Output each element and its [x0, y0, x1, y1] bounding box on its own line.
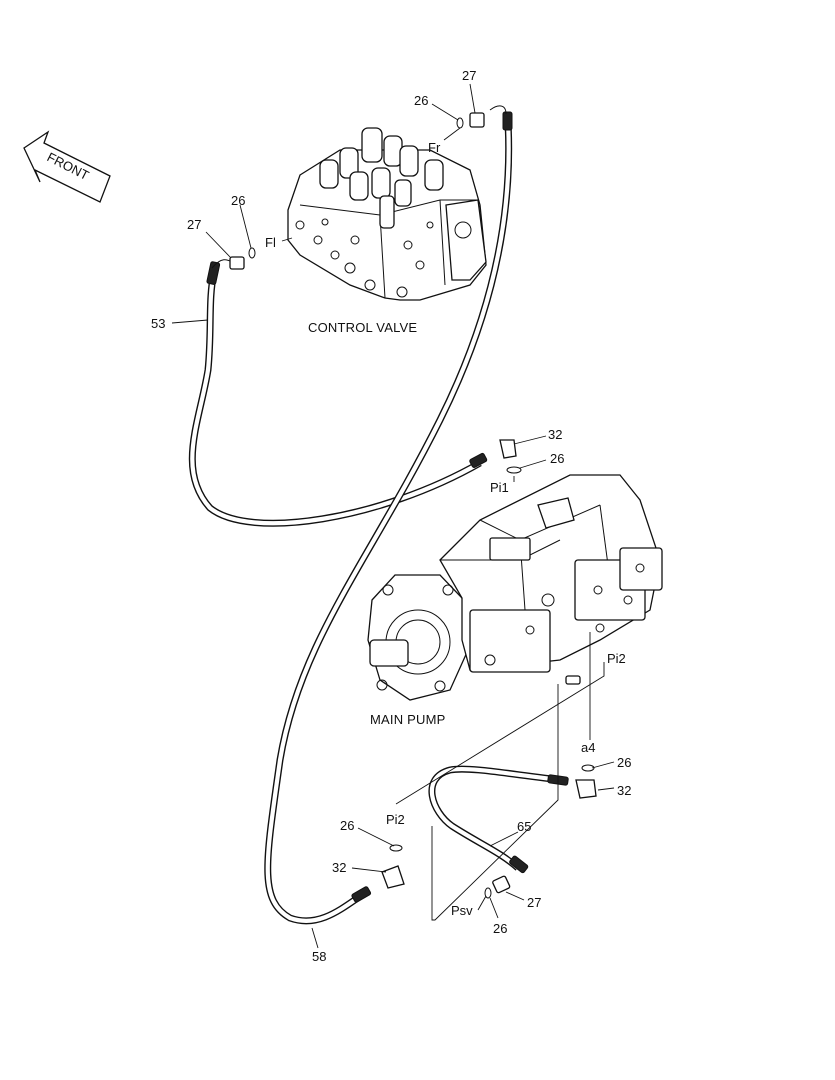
hose-end-crimps [206, 105, 569, 903]
port-labels: Fr Fl Pi1 Pi2 a4 Pi2 Psv [265, 140, 626, 918]
front-direction-arrow: FRONT [23, 130, 111, 203]
leader-lines [171, 83, 615, 949]
callout-26-pi2: 26 [340, 818, 354, 833]
port-psv-label: Psv [451, 903, 473, 918]
main-pump-caption: MAIN PUMP [370, 712, 445, 727]
callout-58: 58 [312, 949, 326, 964]
callout-27-psv: 27 [527, 895, 541, 910]
callout-26-psv: 26 [493, 921, 507, 936]
connector-27-left [229, 256, 245, 270]
callout-32-pi2: 32 [332, 860, 346, 875]
o-ring-26-pi2 [389, 844, 403, 852]
callout-32-a4: 32 [617, 783, 631, 798]
connector-27-top [469, 112, 485, 128]
callout-53: 53 [151, 316, 165, 331]
control-valve-bolts [295, 218, 434, 298]
o-ring-26-psv [484, 887, 492, 899]
o-ring-26-left [248, 247, 256, 259]
callout-26-left: 26 [231, 193, 245, 208]
hose-53 [188, 271, 482, 527]
callout-65: 65 [517, 819, 531, 834]
o-ring-26-pi1 [506, 466, 522, 474]
port-a4-label: a4 [581, 740, 595, 755]
connector-27-psv [492, 875, 511, 894]
port-pi2-pump-label: Pi2 [607, 651, 626, 666]
callout-numbers: 27 26 26 27 53 32 26 26 32 65 26 32 27 2… [151, 68, 631, 964]
control-valve-caption: CONTROL VALVE [308, 320, 417, 335]
o-ring-26-a4 [581, 764, 595, 772]
callout-27-left: 27 [187, 217, 201, 232]
fittings [229, 112, 597, 899]
callout-26-top: 26 [414, 93, 428, 108]
port-pi1-label: Pi1 [490, 480, 509, 495]
hose-58 [264, 121, 513, 925]
control-valve-drawing: CONTROL VALVE [287, 127, 487, 335]
hose-65 [428, 765, 563, 871]
port-pi2-lower-label: Pi2 [386, 812, 405, 827]
callout-27-top: 27 [462, 68, 476, 83]
callout-26-a4: 26 [617, 755, 631, 770]
port-fl-label: Fl [265, 235, 276, 250]
callout-32-pi1: 32 [548, 427, 562, 442]
elbow-32-pi2 [381, 865, 405, 889]
port-fr-label: Fr [428, 140, 441, 155]
callout-26-pi1: 26 [550, 451, 564, 466]
elbow-32-a4 [575, 779, 597, 799]
main-pump-drawing: MAIN PUMP [367, 474, 663, 727]
elbow-32-pi1 [499, 439, 517, 459]
